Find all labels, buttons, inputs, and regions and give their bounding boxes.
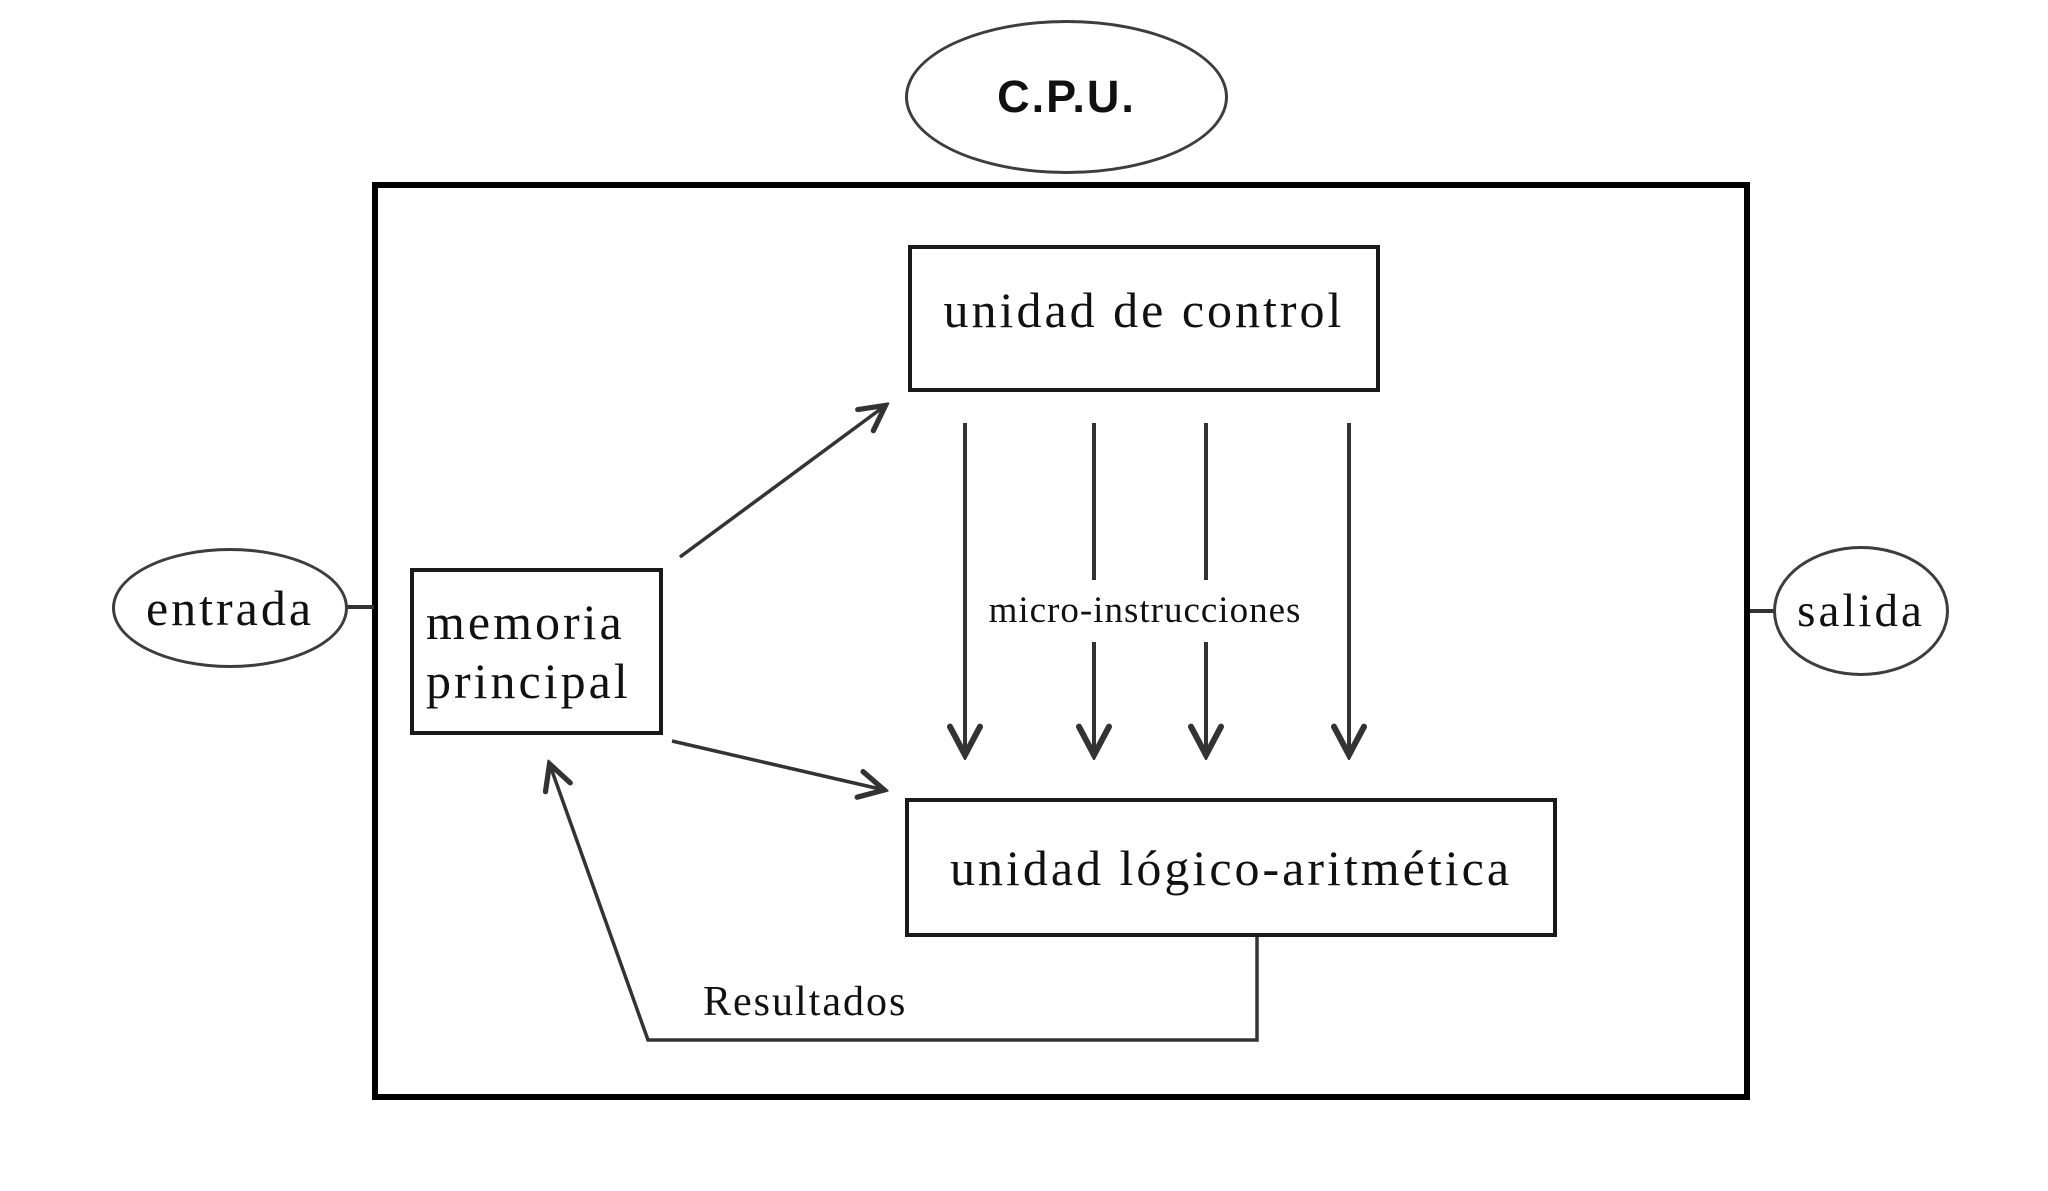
arrow-memoria-to-ula <box>671 739 880 789</box>
cpu-title-ellipse: C.P.U. <box>905 20 1228 174</box>
salida-label: salida <box>1797 585 1925 637</box>
salida-terminal: salida <box>1773 546 1949 676</box>
main-memory-label: memoria principal <box>426 593 631 711</box>
resultados-label: Resultados <box>703 979 908 1025</box>
entrada-label: entrada <box>145 580 315 636</box>
alu-box: unidad lógico-aritmética <box>905 798 1557 937</box>
arrow-memoria-to-control <box>678 408 882 559</box>
main-memory-label-line1: memoria <box>426 593 625 650</box>
micro-instructions-label: micro-instrucciones <box>976 580 1314 642</box>
cpu-title-label: C.P.U. <box>997 71 1136 122</box>
entrada-terminal: entrada <box>112 548 348 668</box>
cpu-boundary-rectangle <box>372 182 1750 1100</box>
main-memory-box: memoria principal <box>410 568 663 735</box>
control-unit-box: unidad de control <box>908 245 1380 392</box>
main-memory-label-line2: principal <box>426 652 631 709</box>
control-unit-label: unidad de control <box>943 281 1345 338</box>
alu-label: unidad lógico-aritmética <box>949 839 1513 896</box>
arrow-resultados-feedback <box>551 768 1259 1042</box>
